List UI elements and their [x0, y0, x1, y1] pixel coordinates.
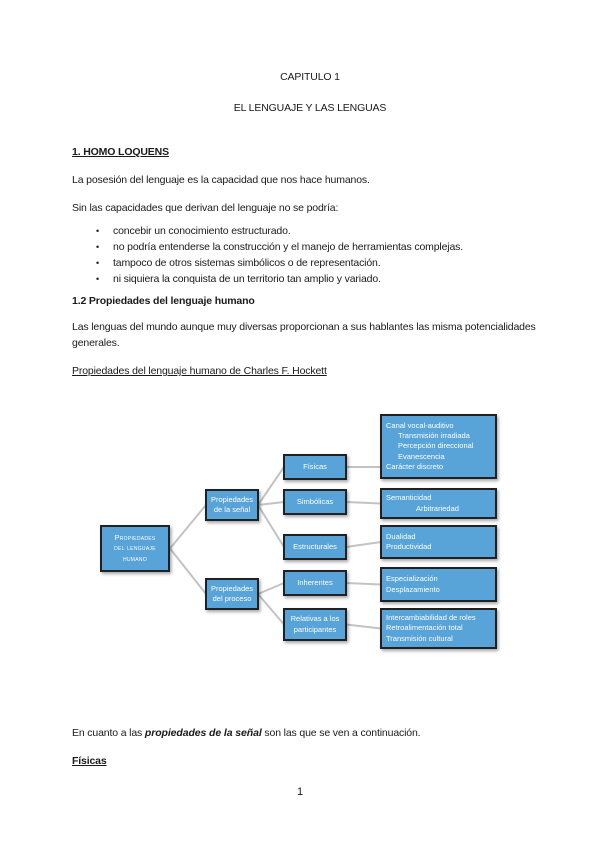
node-label-line: Percepción direccional [398, 441, 474, 451]
node-label-line: Arbitrariedad [416, 503, 459, 513]
node-label-line: Dualidad [386, 531, 416, 541]
bullet-marker: • [96, 226, 100, 236]
diagram-node-propiedades-proceso: Propiedades del proceso [205, 578, 259, 610]
bullet-text: tampoco de otros sistemas simbólicos o d… [113, 257, 381, 269]
hockett-diagram: Propiedades del lenguaje humano Propieda… [0, 408, 600, 664]
closing-paragraph: En cuanto a las propiedades de la señal … [72, 725, 548, 741]
node-label-line: de la señal [213, 505, 251, 514]
node-label-line: humano [122, 553, 148, 563]
paragraph-lenguas-mundo: Las lenguas del mundo aunque muy diversa… [72, 321, 536, 349]
diagram-node-estructurales: Estructurales [283, 534, 347, 560]
diagram-node-relativas-participantes: Relativas a los participantes [283, 608, 347, 641]
node-label-line: Carácter discreto [386, 462, 444, 472]
diagram-node-fisicas: Físicas [283, 454, 347, 480]
diagram-node-relativas-props: Intercambiabilidad de roles Retroaliment… [380, 608, 497, 649]
node-label-line: Propiedades [210, 494, 254, 504]
node-label: Estructurales [293, 541, 337, 551]
node-label-line: participantes [293, 624, 337, 634]
bullet-marker: • [96, 274, 100, 284]
bullet-text: no podría entenderse la construcción y e… [113, 241, 464, 253]
bullet-marker: • [96, 258, 100, 268]
diagram-node-inherentes-props: Especialización Desplazamiento [380, 567, 497, 602]
node-label-line: Semanticidad [386, 493, 432, 503]
bullet-marker: • [96, 242, 100, 252]
node-label-line: Transmisión irradiada [398, 430, 470, 440]
node-label-line: Evanescencia [398, 451, 445, 461]
paragraph-sin-capacidades: Sin las capacidades que derivan del leng… [72, 202, 339, 214]
node-label-line: Desplazamiento [386, 584, 440, 594]
document-title: EL LENGUAJE Y LAS LENGUAS [233, 102, 387, 114]
node-label-line: Relativas a los [290, 614, 340, 624]
closing-emphasis: propiedades de la señal [144, 727, 262, 739]
diagram-node-propiedades-lenguaje-humano: Propiedades del lenguaje humano [100, 525, 170, 572]
bullet-text: ni siquiera la conquista de un territori… [113, 273, 381, 285]
node-label-line: Productividad [386, 542, 432, 551]
bullet-text: concebir un conocimiento estructurado. [113, 225, 291, 237]
node-label-line: Intercambiabilidad de roles [386, 612, 476, 622]
fisicas-heading: Físicas [72, 755, 107, 767]
node-label-line: Especialización [386, 574, 438, 584]
section-heading-propiedades: 1.2 Propiedades del lenguaje humano [72, 295, 255, 307]
diagram-node-simbolicas: Simbólicas [283, 489, 347, 515]
node-label-line: Propiedades [114, 532, 156, 542]
node-label: Físicas [303, 461, 327, 471]
diagram-node-inherentes: Inherentes [283, 570, 347, 596]
section-heading-homo-loquens: 1. HOMO LOQUENS [72, 146, 169, 158]
chapter-heading: CAPITULO 1 [280, 71, 340, 83]
node-label-line: Transmisión cultural [386, 633, 453, 643]
closing-prefix: En cuanto a las [72, 727, 145, 739]
diagram-node-fisicas-props: Canal vocal-auditivo Transmisión irradia… [380, 414, 497, 479]
list-item: • ni siquiera la conquista de un territo… [72, 271, 548, 287]
list-item: • concebir un conocimiento estructurado. [72, 223, 548, 239]
node-label: Inherentes [297, 577, 333, 587]
node-label-line: del proceso [212, 594, 252, 603]
closing-suffix: son las que se ven a continuación. [261, 727, 421, 739]
diagram-node-estructurales-props: Dualidad Productividad [380, 525, 497, 559]
list-item: • tampoco de otros sistemas simbólicos o… [72, 255, 548, 271]
node-label-line: Canal vocal-auditivo [386, 420, 454, 430]
node-label-line: Propiedades [210, 583, 254, 593]
diagram-connectors [169, 466, 382, 630]
subheading-hockett: Propiedades del lenguaje humano de Charl… [72, 365, 327, 377]
list-item: • no podría entenderse la construcción y… [72, 239, 548, 255]
diagram-node-simbolicas-props: Semanticidad Arbitrariedad [380, 488, 497, 519]
diagram-node-propiedades-senal: Propiedades de la señal [205, 489, 259, 521]
node-label-line: del lenguaje [114, 543, 156, 553]
node-label-line: Retroalimentación total [386, 623, 463, 633]
page-number: 1 [297, 786, 303, 798]
paragraph-posesion: La posesión del lenguaje es la capacidad… [72, 174, 370, 186]
node-label: Simbólicas [296, 496, 334, 506]
bullet-list: • concebir un conocimiento estructurado.… [72, 223, 548, 287]
